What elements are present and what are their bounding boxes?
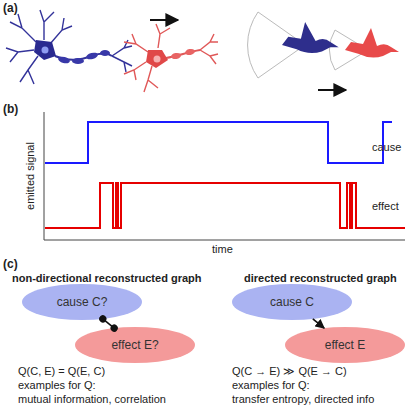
text-label: emitted signal xyxy=(24,142,37,210)
text-label: cause xyxy=(372,141,401,154)
myelin-segment xyxy=(85,52,98,61)
red-neuron xyxy=(124,24,218,92)
y-axis xyxy=(44,112,45,240)
connector xyxy=(103,319,114,328)
blue-bird xyxy=(282,22,339,53)
text-label: Q(C, E) = Q(E, C) xyxy=(18,365,105,378)
text-label: (c) xyxy=(3,258,18,271)
ellipse-node: effect E? xyxy=(75,327,195,363)
effect-signal xyxy=(45,183,405,228)
dendrite xyxy=(124,24,170,92)
node-text-box: cause C xyxy=(232,284,352,320)
cause-signal xyxy=(45,122,392,163)
dendrite xyxy=(6,10,72,84)
text-label: transfer entropy, directed info xyxy=(232,393,374,406)
nucleus xyxy=(42,47,49,54)
text-label: (a) xyxy=(3,2,18,15)
blue-myelin xyxy=(57,50,110,64)
myelin-segment xyxy=(57,56,70,65)
direction-arrow xyxy=(150,19,178,21)
text-label: time xyxy=(212,243,233,256)
ellipse-node: effect E xyxy=(285,327,405,363)
node-text-box: effect E xyxy=(285,327,405,363)
blue-soma xyxy=(34,40,56,60)
blue-neuron xyxy=(6,10,132,84)
node-label: effect E? xyxy=(111,338,158,352)
ellipse-shape xyxy=(285,327,405,363)
ellipse-shape xyxy=(232,284,352,320)
myelin-segment xyxy=(184,48,195,56)
text-label: Q(C → E) ≫ Q(E → C) xyxy=(232,365,347,378)
red-soma xyxy=(146,50,168,68)
text-label: (b) xyxy=(3,103,18,116)
myelin-segment xyxy=(171,52,182,60)
node-text-box: effect E? xyxy=(75,327,195,363)
ellipse-node: cause C xyxy=(232,284,352,320)
ellipse-shape xyxy=(75,327,195,363)
text-label: mutual information, correlation xyxy=(18,393,166,406)
node-label: effect E xyxy=(325,338,365,352)
direction-arrow xyxy=(318,89,346,91)
x-axis xyxy=(44,240,405,241)
red-myelin xyxy=(171,48,196,60)
nucleus xyxy=(154,56,161,63)
text-label: effect xyxy=(372,200,399,213)
node-text-box: cause C? xyxy=(22,284,142,320)
myelin-segment xyxy=(72,58,84,64)
axon-terminal xyxy=(112,40,132,72)
text-label: examples for Q: xyxy=(232,379,310,392)
connector xyxy=(313,319,324,328)
text-label: directed reconstructed graph xyxy=(244,272,397,285)
axon-terminal xyxy=(200,34,218,64)
node-label: cause C? xyxy=(57,295,108,309)
red-bird xyxy=(345,28,399,58)
text-label: non-directional reconstructed graph xyxy=(12,272,201,285)
text-label: examples for Q: xyxy=(18,379,96,392)
myelin-segment xyxy=(100,50,110,56)
node-label: cause C xyxy=(270,295,314,309)
ellipse-shape xyxy=(22,284,142,320)
ellipse-node: cause C? xyxy=(22,284,142,320)
